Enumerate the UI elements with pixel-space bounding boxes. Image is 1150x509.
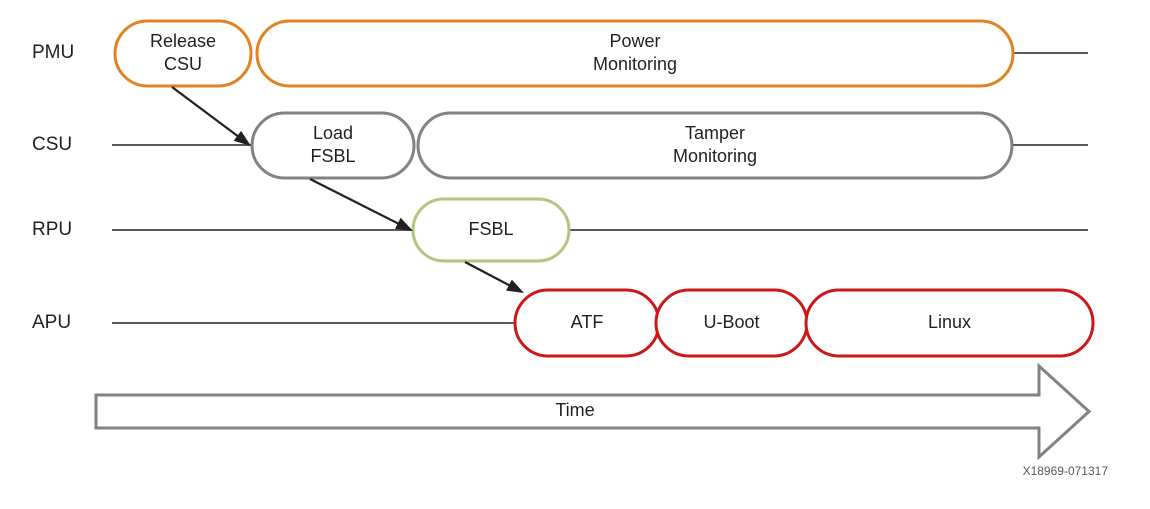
flow-arrow-head-load-fsbl-to-fsbl bbox=[395, 217, 413, 231]
flow-arrow-shaft-fsbl-to-atf bbox=[464, 261, 513, 288]
stage-box-load-fsbl[interactable] bbox=[250, 111, 416, 180]
stage-box-power-monitoring[interactable] bbox=[255, 19, 1015, 88]
stage-label-linux-0: Linux bbox=[928, 312, 971, 332]
flow-arrow-shaft-load-fsbl-to-fsbl bbox=[309, 178, 401, 226]
stage-label-power-monitoring-1: Monitoring bbox=[593, 54, 677, 74]
time-arrow-shape bbox=[94, 362, 1092, 461]
flow-arrow-head-fsbl-to-atf bbox=[506, 279, 524, 293]
flow-arrow-head-release-csu-to-load-fsbl bbox=[233, 130, 251, 146]
row-apu: APU ATF U-Boot Linux bbox=[32, 288, 1095, 358]
row-label-pmu: PMU bbox=[32, 42, 74, 63]
stage-label-load-fsbl-0: Load bbox=[313, 123, 353, 143]
stage-box-fsbl[interactable] bbox=[411, 197, 571, 263]
stage-box-linux[interactable] bbox=[804, 288, 1095, 358]
stage-label-release-csu-1: CSU bbox=[164, 54, 202, 74]
stage-label-release-csu-0: Release bbox=[150, 31, 216, 51]
stage-label-tamper-monitoring-1: Monitoring bbox=[673, 146, 757, 166]
time-axis-label: Time bbox=[555, 400, 594, 420]
stage-u-boot[interactable]: U-Boot bbox=[654, 288, 809, 358]
stage-box-tamper-monitoring[interactable] bbox=[416, 111, 1014, 180]
time-axis-arrow: Time bbox=[94, 362, 1092, 461]
stage-label-atf-0: ATF bbox=[571, 312, 604, 332]
stage-box-release-csu[interactable] bbox=[113, 19, 253, 88]
flow-arrow-release-csu-to-load-fsbl bbox=[171, 86, 251, 146]
stage-label-load-fsbl-1: FSBL bbox=[310, 146, 355, 166]
figure-id-label: X18969-071317 bbox=[1023, 464, 1109, 478]
stage-fsbl[interactable]: FSBL bbox=[411, 197, 571, 263]
stage-label-fsbl-0: FSBL bbox=[468, 219, 513, 239]
stage-label-u-boot-0: U-Boot bbox=[703, 312, 759, 332]
row-label-csu: CSU bbox=[32, 134, 72, 155]
stage-label-power-monitoring-0: Power bbox=[609, 31, 660, 51]
row-label-rpu: RPU bbox=[32, 219, 72, 240]
flow-arrow-fsbl-to-atf bbox=[464, 261, 524, 293]
flow-arrow-load-fsbl-to-fsbl bbox=[309, 178, 413, 231]
stage-linux[interactable]: Linux bbox=[804, 288, 1095, 358]
row-rpu: RPU FSBL bbox=[32, 197, 1088, 263]
stage-atf[interactable]: ATF bbox=[513, 288, 661, 358]
stage-label-tamper-monitoring-0: Tamper bbox=[685, 123, 745, 143]
row-label-apu: APU bbox=[32, 312, 71, 333]
flow-arrow-shaft-release-csu-to-load-fsbl bbox=[171, 86, 241, 139]
